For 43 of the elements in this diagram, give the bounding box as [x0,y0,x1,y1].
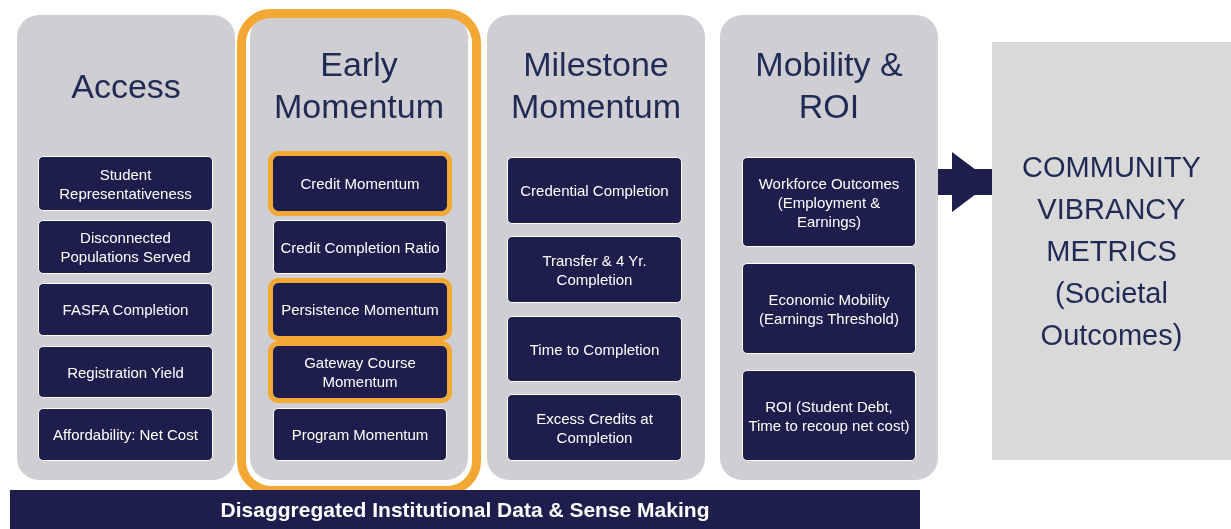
metric-label: Excess Credits at Completion [535,408,654,447]
column-panel [17,15,235,480]
metric-label: Gateway Course Momentum [303,353,417,391]
metric-label: ROI (Student Debt, Time to recoup net cost) [747,396,911,435]
metric-label: Program Momentum [291,425,429,444]
metric-label: Credential Completion [520,181,669,200]
metric-box [38,346,213,398]
metric-label: Affordability: Net Cost [53,425,198,444]
column-panel [487,15,705,480]
metric-box [38,408,213,461]
metric-box [38,283,213,336]
metric-box [38,156,213,211]
metric-box [273,220,447,274]
outcome-panel [992,42,1231,460]
metric-box [507,394,682,461]
metric-box [38,220,213,274]
metric-label: FASFA Completion [62,300,189,319]
metric-label: Transfer & 4 Yr. Completion [541,250,648,289]
metric-label: Disconnected Populations Served [59,228,192,266]
metric-label: Registration Yield [67,362,184,382]
metric-box [742,157,916,247]
metric-label: Time to Completion [529,339,660,359]
metric-label: Student Representativeness [58,164,193,203]
metric-label: Credit Momentum [300,174,420,193]
column-title: Mobility & ROI [754,44,904,127]
column-title: Access [70,66,182,107]
foundation-label: Disaggregated Institutional Data & Sense Making [220,496,710,523]
foundation-bar [10,490,920,529]
metric-label: Workforce Outcomes (Employment & Earnings) [757,173,901,231]
metric-box [742,263,916,354]
metric-box [507,316,682,382]
metric-box [273,408,447,461]
metric-box [507,157,682,224]
column-title: Early Momentum [272,44,446,127]
column-title: Milestone Momentum [509,44,683,127]
metric-label: Credit Completion Ratio [280,237,440,257]
metric-label: Persistence Momentum [281,300,439,319]
metric-box [742,370,916,461]
metric-box [507,236,682,303]
block-arrow [938,152,992,212]
outcome-title: COMMUNITY VIBRANCY METRICS (Societal Outcomes) [1021,150,1202,353]
column-panel [720,15,938,480]
metric-label: Economic Mobility (Earnings Threshold) [758,289,900,328]
